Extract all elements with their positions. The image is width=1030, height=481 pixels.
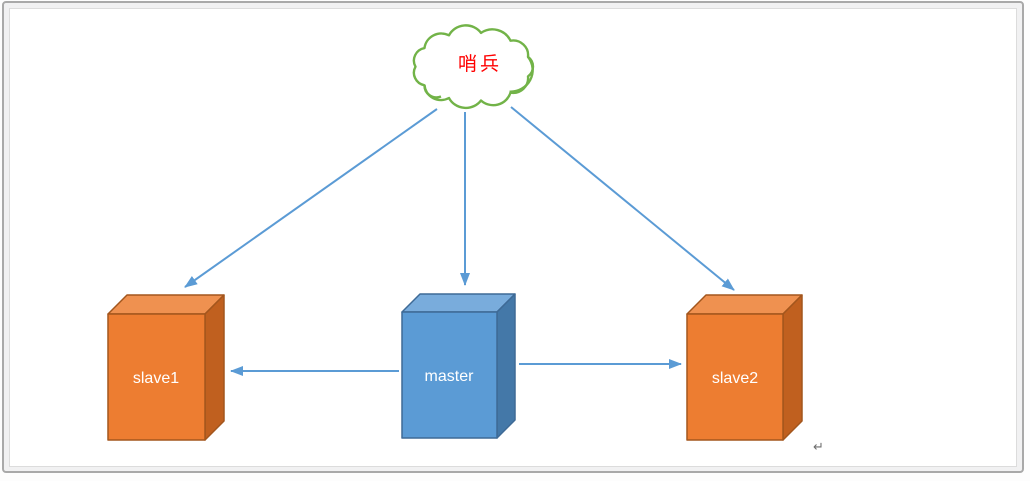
slave2-top-face	[686, 294, 803, 315]
slave2-front-face	[686, 313, 784, 441]
master-front-face	[401, 311, 498, 439]
slave2-label: slave2	[712, 370, 758, 387]
master-label: master	[425, 368, 475, 385]
slave1-front-face	[107, 313, 206, 441]
node-slave2[interactable]: slave2	[686, 294, 803, 441]
paragraph-mark: ↵	[813, 439, 824, 454]
edge-sentinel-slave2[interactable]	[510, 106, 735, 291]
slave2-side-face	[782, 294, 803, 441]
edge-sentinel-slave1[interactable]	[184, 108, 438, 288]
cloud-inner-arc-left	[424, 85, 441, 97]
slave1-label: slave1	[133, 370, 179, 387]
cloud-inner-arc-right	[510, 57, 533, 92]
master-side-face	[496, 293, 516, 439]
node-slave1[interactable]: slave1	[107, 294, 225, 441]
slave1-top-face	[107, 294, 225, 315]
node-master[interactable]: master	[401, 293, 516, 439]
slave1-side-face	[204, 294, 225, 441]
master-top-face	[401, 293, 516, 313]
sentinel-label: 哨兵	[458, 53, 502, 75]
sentinel-cloud-node[interactable]: 哨兵	[414, 25, 533, 108]
